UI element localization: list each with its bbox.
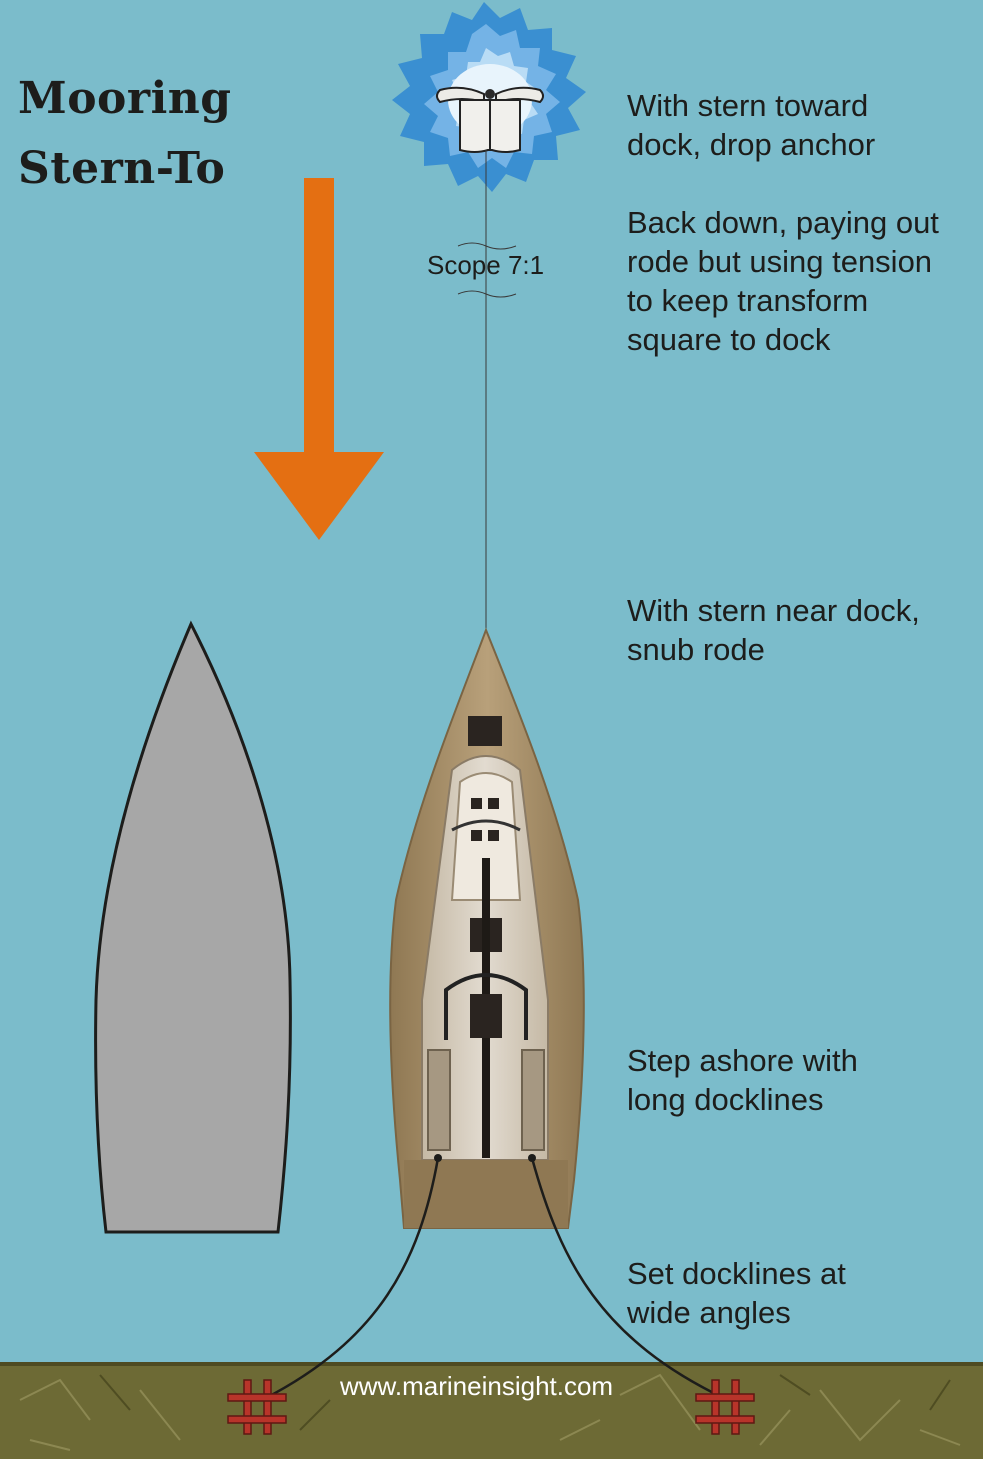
cockpit-seat-right [521, 1049, 545, 1151]
step-3-line-1: With stern near dock, [627, 593, 920, 628]
website-watermark: www.marineinsight.com [340, 1371, 614, 1401]
shore-cleat-left [227, 1379, 287, 1435]
neighboring-boat [94, 620, 292, 1234]
portlight-3 [471, 830, 482, 841]
step-2-line-4: square to dock [627, 322, 831, 357]
cockpit-coaming [444, 973, 528, 1040]
scope-break-top [457, 242, 517, 250]
sailboat-top-view [389, 627, 585, 1229]
scope-label: Scope 7:1 [427, 250, 545, 280]
dockline-right [530, 1157, 729, 1402]
step-2-line-1: Back down, paying out [627, 205, 939, 240]
step-2-line-2: rode but using tension [627, 244, 933, 279]
diagram-title: Mooring Stern-To [18, 64, 232, 204]
portlight-1 [471, 798, 482, 809]
step-1-line-2: dock, drop anchor [627, 127, 876, 162]
step-3-line-2: snub rode [627, 632, 765, 667]
shore-cleat-right [695, 1379, 755, 1435]
title-line-2: Stern-To [18, 143, 226, 194]
dodger-rail [451, 819, 521, 832]
cockpit-hatch [470, 994, 502, 1038]
step-1-line-1: With stern toward [627, 88, 869, 123]
direction-arrow [254, 178, 384, 540]
cabin-top [450, 772, 522, 901]
step-5-line-1: Set docklines at [627, 1256, 846, 1291]
step-4-instruction: Step ashore with long docklines [627, 1041, 977, 1119]
step-3-instruction: With stern near dock, snub rode [627, 591, 977, 669]
step-4-line-2: long docklines [627, 1082, 824, 1117]
step-4-line-1: Step ashore with [627, 1043, 858, 1078]
portlight-2 [488, 798, 499, 809]
portlight-4 [488, 830, 499, 841]
step-2-line-3: to keep transform [627, 283, 869, 318]
step-5-instruction: Set docklines at wide angles [627, 1254, 977, 1332]
step-5-line-2: wide angles [627, 1295, 791, 1330]
shore-dock [0, 1362, 983, 1459]
step-1-instruction: With stern toward dock, drop anchor [627, 86, 977, 164]
forward-hatch [468, 716, 502, 746]
step-2-instruction: Back down, paying out rode but using ten… [627, 203, 977, 359]
title-line-1: Mooring [18, 73, 232, 124]
cockpit-seat-left [427, 1049, 451, 1151]
dockline-left [261, 1157, 440, 1402]
scope-break-bottom [457, 290, 517, 298]
anchor-icon [392, 2, 586, 192]
